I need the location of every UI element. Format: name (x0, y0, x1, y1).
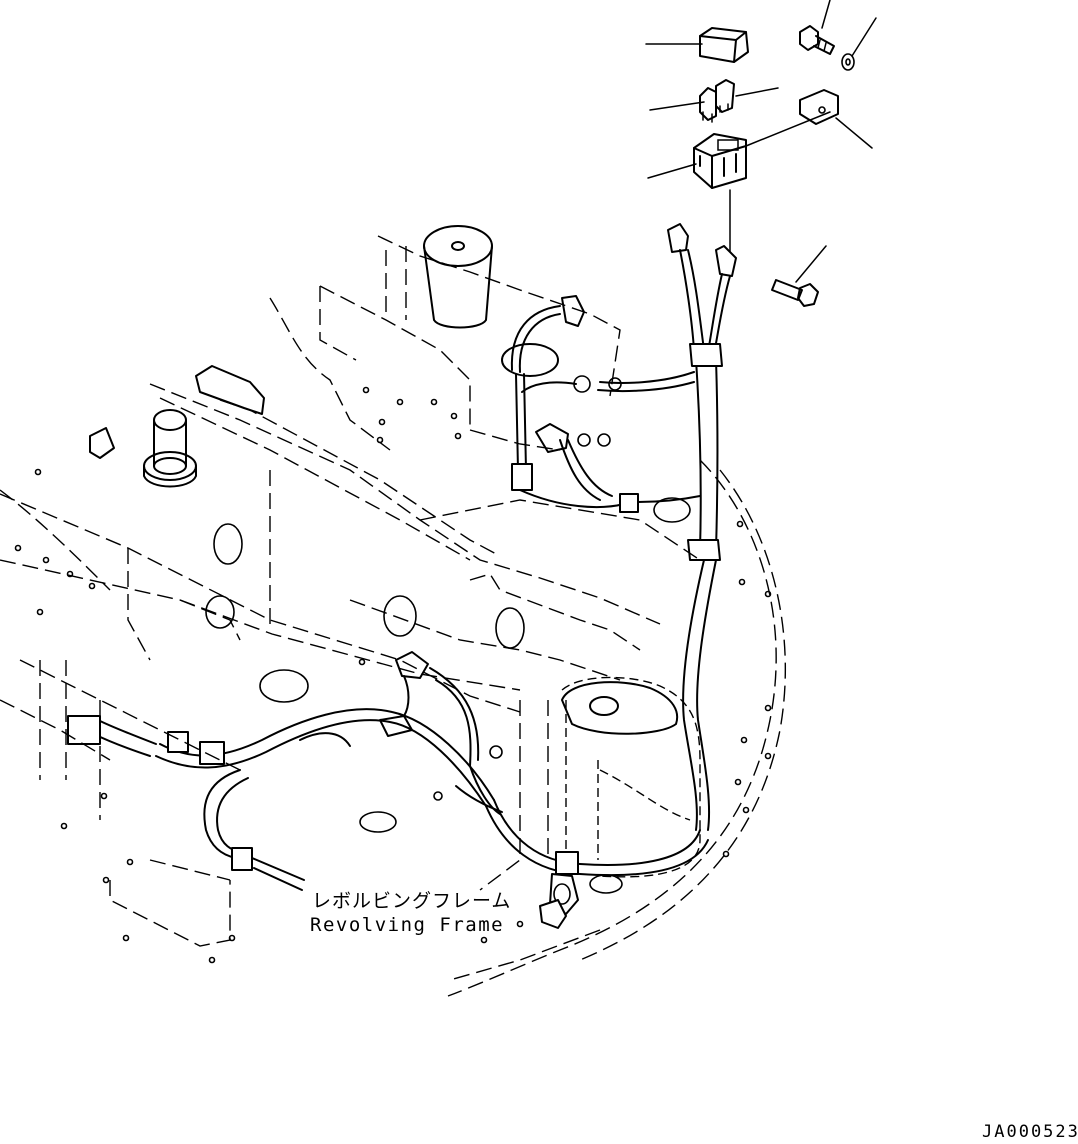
bolt-top (799, 25, 835, 55)
mounting-bracket (799, 89, 839, 125)
fuse-cover (699, 27, 749, 63)
leader-lines (645, 0, 877, 283)
drawing-number: JA000523 (982, 1122, 1078, 1142)
frame-holes (14, 386, 772, 964)
fuse-pair (699, 79, 735, 123)
wiring-harness (67, 223, 737, 915)
washer (841, 53, 855, 71)
revolving-frame-outline (0, 235, 787, 997)
swing-motor (561, 681, 679, 735)
bolt-side (771, 279, 819, 307)
swing-post-left (143, 409, 197, 488)
frame-label-japanese: レボルビングフレーム (312, 890, 512, 912)
frame-bracket (89, 365, 569, 929)
fuse-box (693, 133, 747, 189)
swing-post-upper (423, 225, 559, 377)
frame-label-english: Revolving Frame (310, 914, 505, 936)
